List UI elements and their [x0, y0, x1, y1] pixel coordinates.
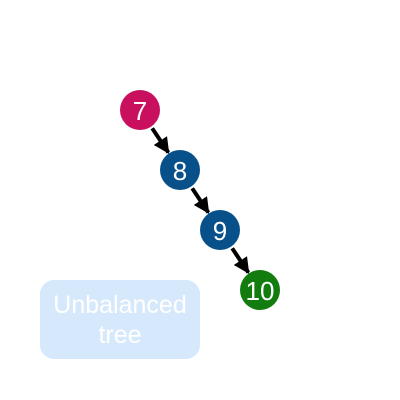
node-label: 7: [133, 96, 147, 126]
tree-node-10: 10: [240, 270, 280, 310]
caption-box: Unbalanced tree: [40, 280, 200, 359]
node-circle: [160, 150, 200, 190]
nodes-layer: 789 10: [120, 90, 280, 310]
tree-node-9: 9: [200, 210, 240, 250]
node-circle: [120, 90, 160, 130]
caption-line-2: tree: [98, 320, 142, 349]
caption-line-1: Unbalanced: [53, 290, 187, 319]
edge-8-to-9: [190, 187, 211, 214]
edge-7-to-8: [150, 127, 171, 154]
edges-layer: [150, 127, 251, 274]
node-label: 10: [246, 276, 275, 306]
node-circle: [240, 270, 280, 310]
tree-node-8: 8: [160, 150, 200, 190]
node-circle: [200, 210, 240, 250]
node-label: 8: [173, 156, 187, 186]
node-label: 9: [213, 216, 227, 246]
tree-node-7: 7: [120, 90, 160, 130]
edge-9-to-10: [230, 247, 251, 274]
